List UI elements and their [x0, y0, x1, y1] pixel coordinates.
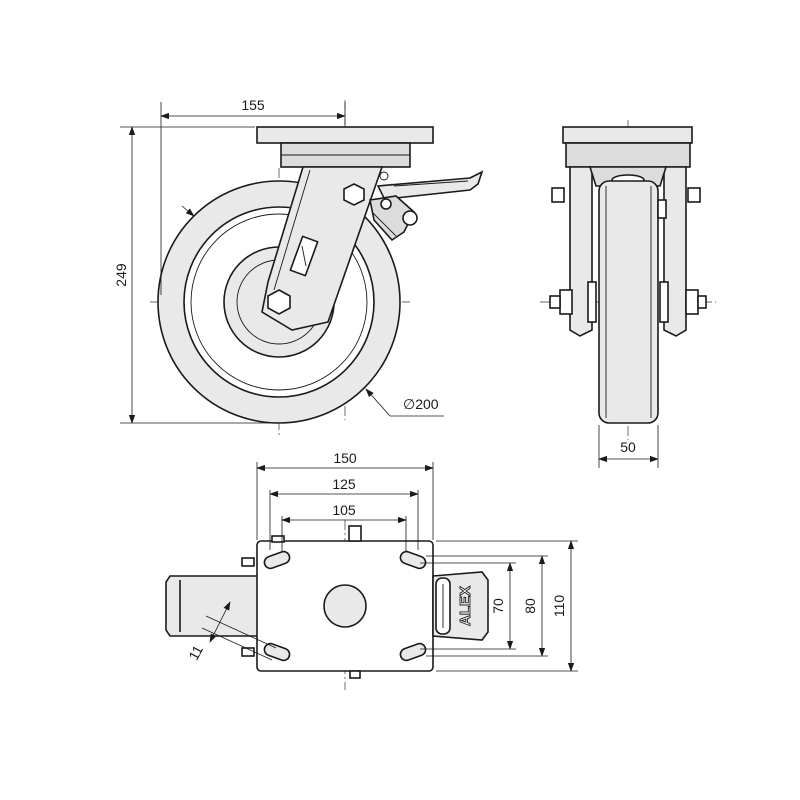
axle-bolt-left: [559, 289, 573, 315]
wheel-front: [598, 180, 659, 424]
dimension-hole-spacing-inner: 105: [332, 502, 356, 518]
dimension-plate-length: 150: [333, 450, 357, 466]
dimension-hole-spacing-width-outer: 80: [522, 598, 538, 614]
brake-bolt-right: [687, 187, 701, 203]
mounting-slot-top-left: [263, 550, 291, 570]
axle-bolt-right: [685, 289, 699, 315]
dimension-side-height: 249: [113, 263, 129, 287]
brake-bolt-left: [551, 187, 565, 203]
dimension-wheel-diameter: ∅200: [403, 396, 439, 412]
swivel-bearing-front: [565, 142, 691, 168]
grease-nipple: [348, 525, 362, 542]
dimension-plate-width: 110: [551, 595, 567, 618]
fork-bolt-side: [343, 183, 365, 206]
brand-name: ALEX: [457, 586, 474, 626]
front-view: 50: [540, 120, 716, 468]
mounting-slot-top-right: [399, 550, 427, 570]
dimension-hole-spacing-outer: 125: [332, 476, 356, 492]
fork-leg: [261, 166, 384, 331]
brake-lever: [369, 170, 484, 242]
dimension-hole-spacing-width-inner: 70: [490, 598, 506, 614]
diameter-leader: [365, 388, 391, 417]
center-hole: [323, 584, 367, 628]
dimension-line-slot-width: [209, 601, 231, 643]
top-plate-front: [562, 126, 693, 144]
mounting-slot-bottom-right: [399, 642, 427, 662]
side-view: 155 249 ∅200: [113, 97, 484, 435]
mounting-slot-bottom-left: [263, 642, 291, 662]
axle-nut-side: [267, 289, 291, 315]
top-plate-side: [256, 126, 434, 144]
diameter-arrow-top: [181, 205, 195, 217]
fork-label: [289, 235, 319, 277]
top-view: ALEX 150 125 105 70 80 110: [165, 450, 578, 690]
dimension-side-width: 155: [241, 97, 265, 113]
dimension-wheel-width: 50: [620, 439, 636, 455]
dimension-slot-width: 11: [185, 642, 206, 663]
